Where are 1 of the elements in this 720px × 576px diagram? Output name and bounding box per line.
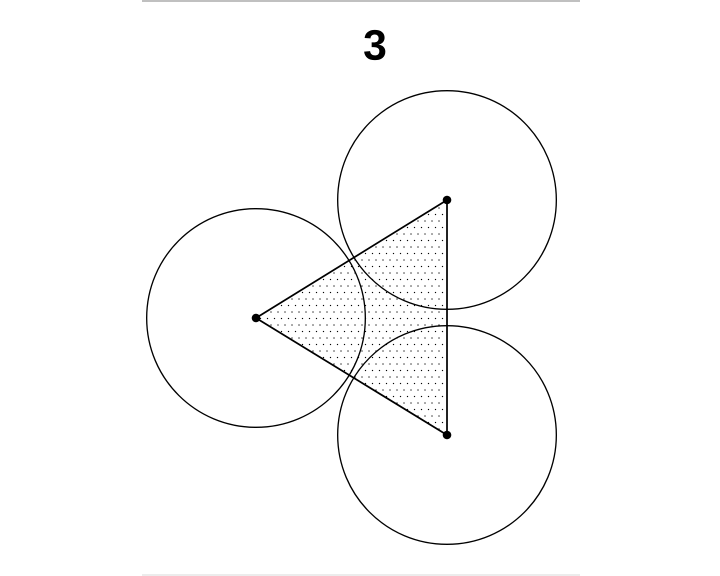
title: 3: [364, 30, 386, 60]
